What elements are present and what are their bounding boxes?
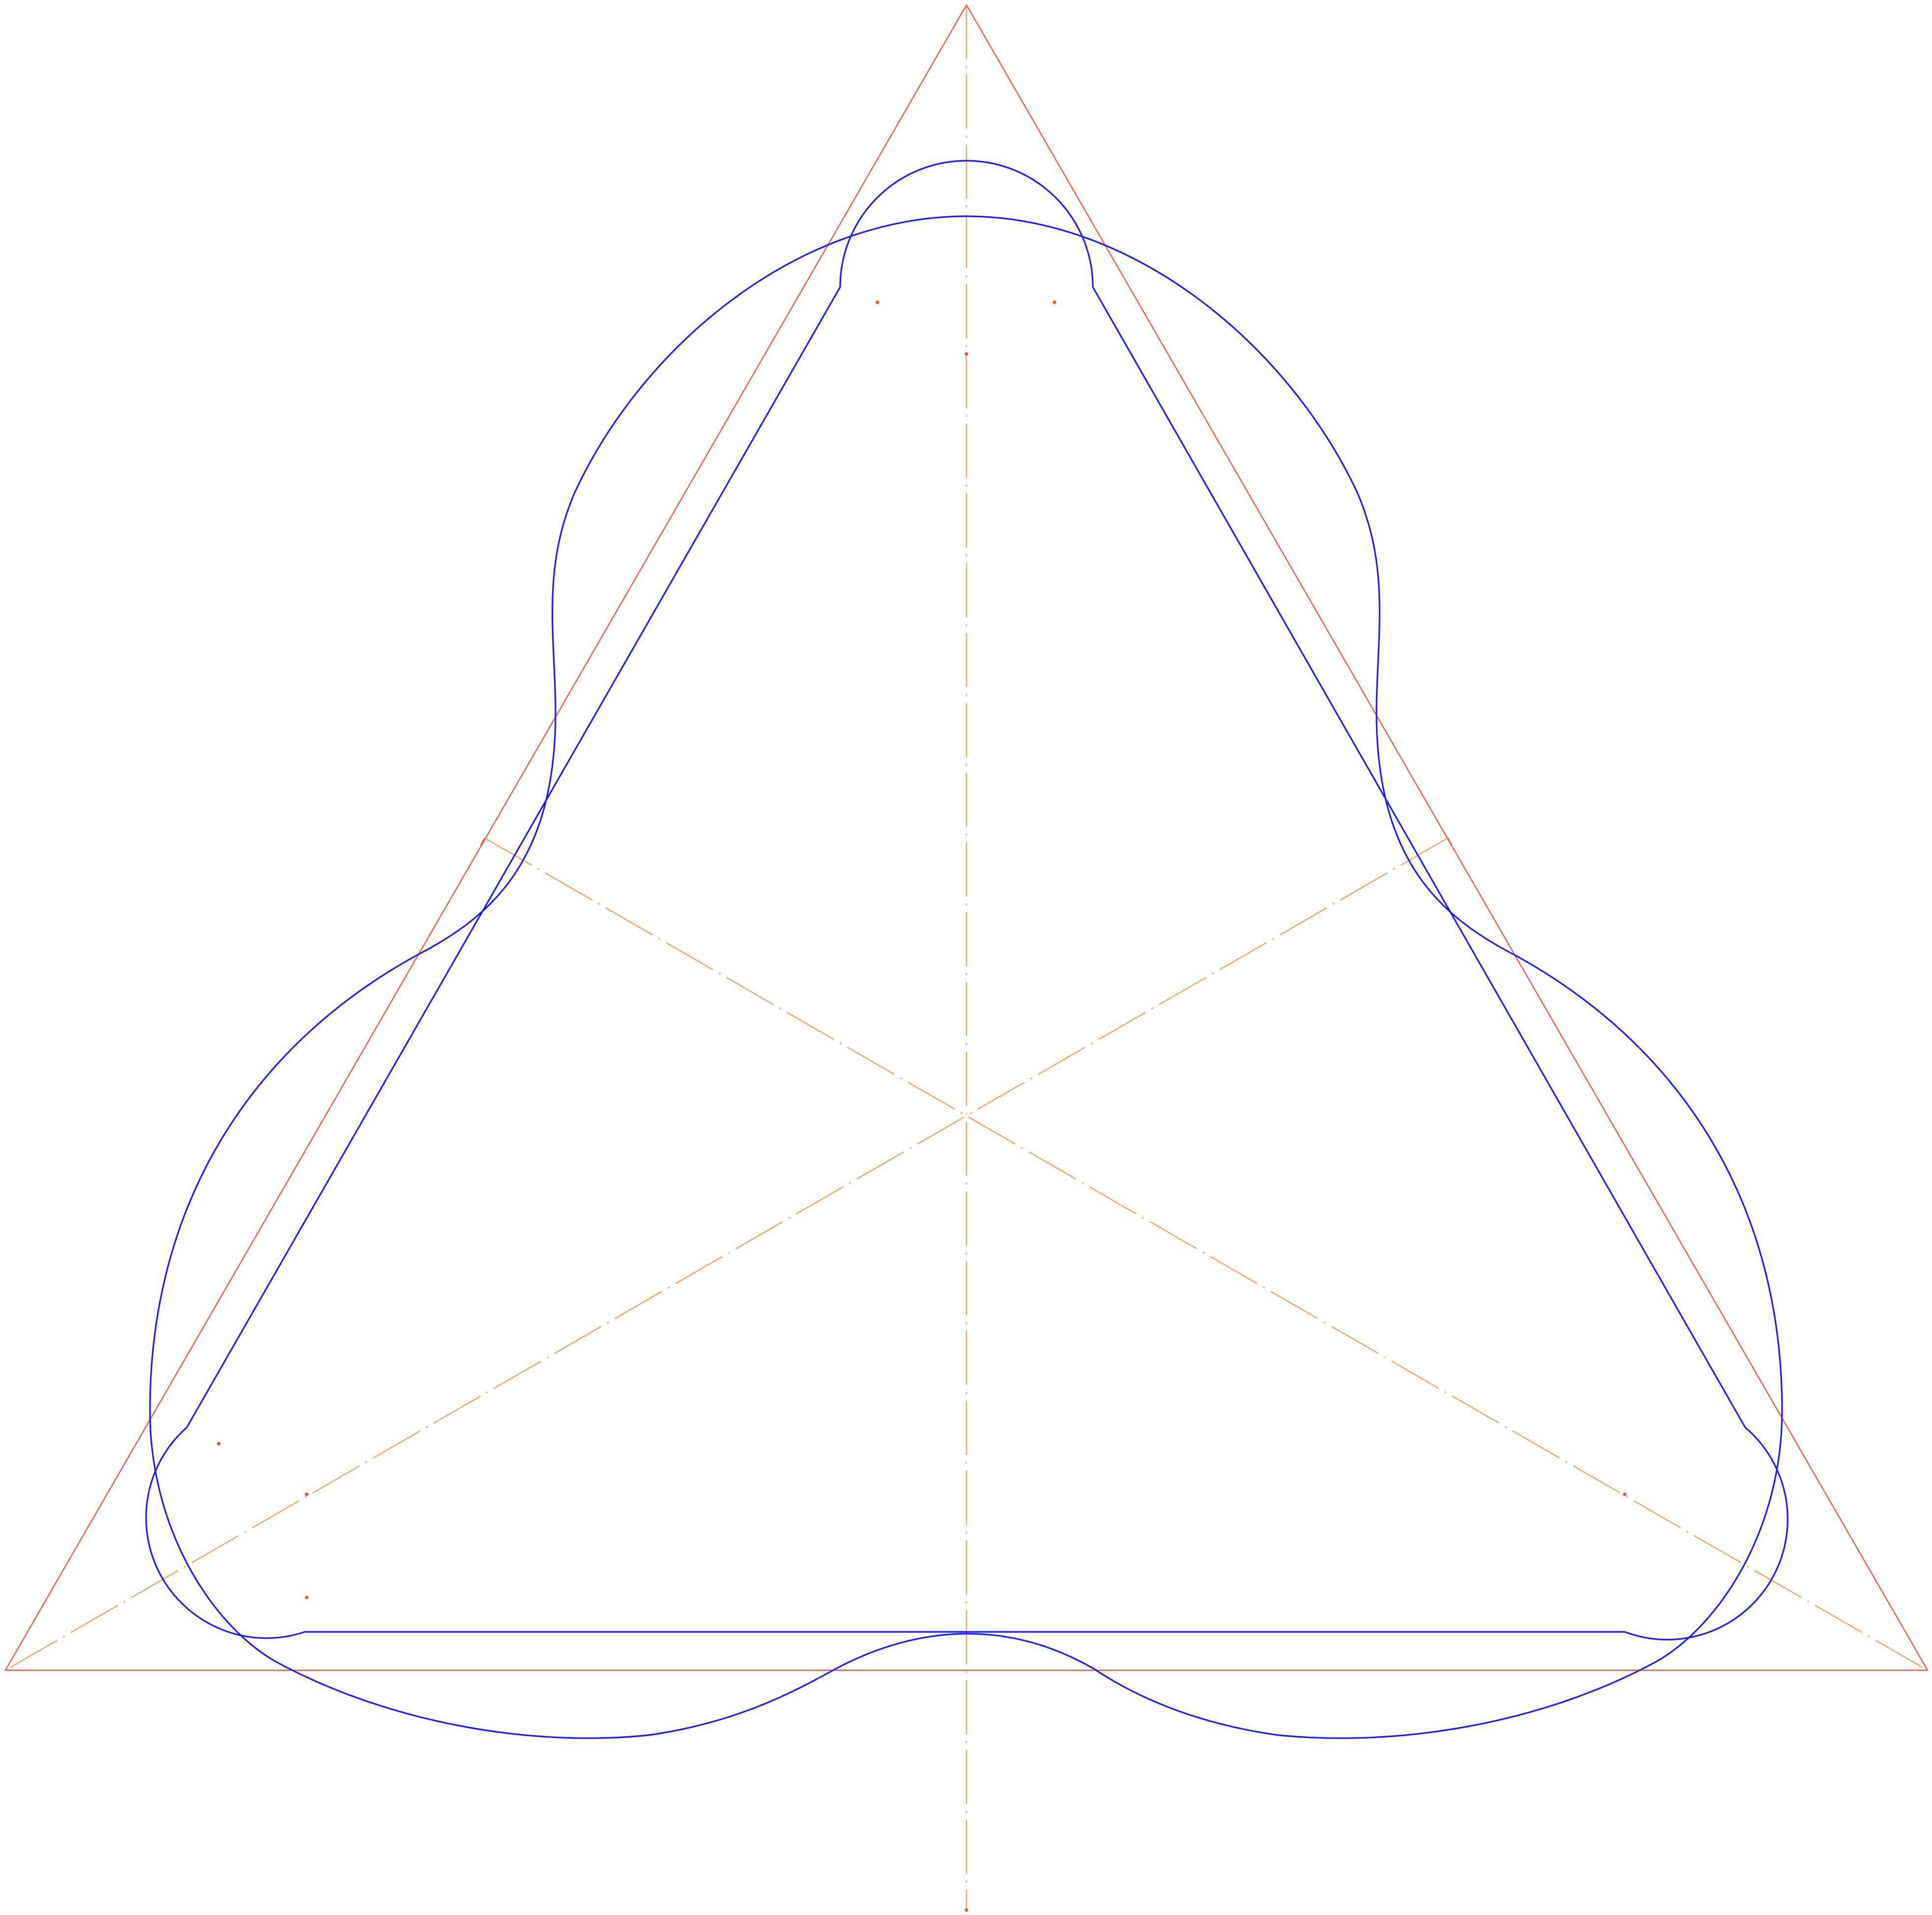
center-lines bbox=[5, 5, 1928, 1912]
outer-trefoil-profile bbox=[149, 215, 1783, 1739]
fillet-center-left-upper bbox=[217, 1442, 221, 1446]
fillet-center-top-right bbox=[1053, 300, 1056, 304]
center-line-end-bottom bbox=[965, 1908, 968, 1912]
center-line-tick-right bbox=[1447, 838, 1452, 845]
center-point-right bbox=[1623, 1492, 1627, 1496]
fillet-center-top-left bbox=[876, 300, 879, 304]
inner-rounded-triangle-profile bbox=[145, 160, 1788, 1641]
center-line-tick-left bbox=[480, 838, 485, 845]
fillet-center-left-lower bbox=[305, 1596, 309, 1599]
reference-triangle bbox=[4, 3, 1929, 1671]
center-point-top bbox=[965, 352, 968, 356]
construction-points bbox=[217, 300, 1627, 1912]
center-point-left bbox=[305, 1492, 309, 1496]
center-line-right-diagonal bbox=[5, 838, 1448, 1671]
center-line-left-diagonal bbox=[484, 838, 1928, 1671]
